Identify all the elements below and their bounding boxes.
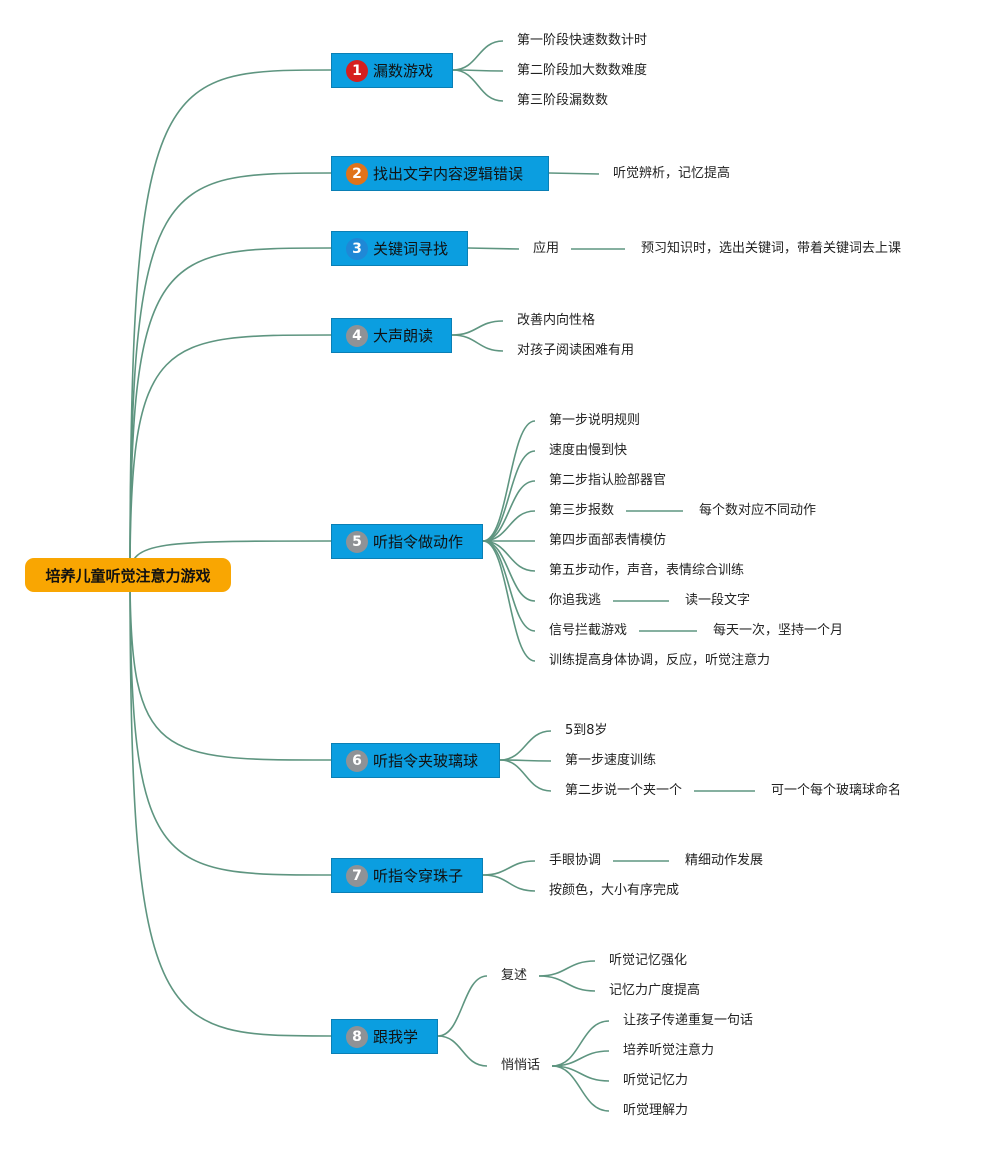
sub-leaf-connector — [538, 975, 596, 992]
sub-leaf-connector — [551, 1065, 610, 1112]
leaf-item[interactable]: 第一步说明规则 — [549, 413, 641, 428]
leaf-connector — [482, 420, 536, 542]
topic-number-badge: 3 — [346, 237, 368, 260]
leaf-item[interactable]: 信号拦截游戏 — [549, 623, 628, 638]
sub-leaf-item[interactable]: 读一段文字 — [685, 593, 751, 608]
leaf-item[interactable]: 你追我逃 — [549, 593, 602, 608]
leaf-item[interactable]: 第四步面部表情模仿 — [549, 533, 667, 548]
leaf-item[interactable]: 复述 — [501, 968, 528, 983]
leaf-connector — [482, 510, 536, 542]
leaf-item[interactable]: 应用 — [533, 241, 560, 256]
topic-number-badge: 8 — [346, 1025, 368, 1048]
topic-6[interactable]: 6 听指令夹玻璃球 — [331, 743, 500, 778]
topic-1[interactable]: 1 漏数游戏 — [331, 53, 453, 88]
leaf-connector — [499, 759, 552, 792]
topic-label: 大声朗读 — [373, 327, 434, 345]
topic-number-badge: 2 — [346, 162, 368, 185]
leaf-item[interactable]: 按颜色，大小有序完成 — [549, 883, 680, 898]
leaf-connector — [452, 69, 504, 102]
root-topic[interactable]: 培养儿童听觉注意力游戏 — [25, 558, 231, 592]
sub-leaf-item[interactable]: 听觉理解力 — [623, 1103, 689, 1118]
leaf-item[interactable]: 第二步说一个夹一个 — [565, 783, 683, 798]
sub-leaf-item[interactable]: 听觉记忆强化 — [609, 953, 688, 968]
leaf-connector — [548, 172, 600, 175]
leaf-item[interactable]: 5到8岁 — [565, 723, 608, 738]
leaf-item[interactable]: 听觉辨析，记忆提高 — [613, 166, 731, 181]
topic-5[interactable]: 5 听指令做动作 — [331, 524, 483, 559]
leaf-item[interactable]: 第二阶段加大数数难度 — [517, 63, 648, 78]
root-connector-8 — [129, 574, 332, 1037]
sub-leaf-item[interactable]: 培养听觉注意力 — [623, 1043, 715, 1058]
leaf-connector — [437, 1035, 488, 1067]
topic-label: 跟我学 — [373, 1028, 419, 1046]
leaf-connector — [482, 450, 536, 542]
leaf-item[interactable]: 训练提高身体协调，反应，听觉注意力 — [549, 653, 771, 668]
root-connector-3 — [129, 247, 332, 576]
leaf-connector — [482, 540, 536, 602]
topic-number-badge: 1 — [346, 59, 368, 82]
leaf-connector — [482, 540, 536, 632]
leaf-connector — [451, 320, 504, 336]
root-connector-6 — [129, 574, 332, 761]
root-connector-7 — [129, 574, 332, 876]
topic-number-badge: 6 — [346, 749, 368, 772]
root-connector-2 — [129, 172, 332, 576]
topic-number-badge: 5 — [346, 530, 368, 553]
leaf-item[interactable]: 手眼协调 — [549, 853, 602, 868]
leaf-connector — [499, 730, 552, 761]
leaf-item[interactable]: 第三阶段漏数数 — [517, 93, 609, 108]
leaf-item[interactable]: 改善内向性格 — [517, 313, 596, 328]
topic-label: 关键词寻找 — [373, 240, 449, 258]
root-connector-1 — [129, 69, 332, 576]
sub-leaf-item[interactable]: 可一个每个玻璃球命名 — [771, 783, 902, 798]
sub-leaf-item[interactable]: 预习知识时，选出关键词，带着关键词去上课 — [641, 241, 902, 256]
leaf-connector — [482, 480, 536, 542]
leaf-item[interactable]: 悄悄话 — [501, 1058, 541, 1073]
topic-8[interactable]: 8 跟我学 — [331, 1019, 438, 1054]
sub-leaf-connector — [538, 960, 596, 977]
root-connector-4 — [129, 334, 332, 576]
topic-2[interactable]: 2 找出文字内容逻辑错误 — [331, 156, 549, 191]
leaf-connector — [467, 247, 520, 250]
leaf-connector — [482, 874, 536, 892]
leaf-connector — [437, 975, 488, 1037]
leaf-item[interactable]: 第一步速度训练 — [565, 753, 657, 768]
topic-label: 漏数游戏 — [373, 62, 434, 80]
leaf-item[interactable]: 第一阶段快速数数计时 — [517, 33, 648, 48]
leaf-connector — [482, 540, 536, 662]
leaf-connector — [451, 334, 504, 352]
topic-label: 找出文字内容逻辑错误 — [373, 165, 524, 183]
sub-leaf-item[interactable]: 精细动作发展 — [685, 853, 764, 868]
leaf-item[interactable]: 速度由慢到快 — [549, 443, 628, 458]
topic-3[interactable]: 3 关键词寻找 — [331, 231, 468, 266]
sub-leaf-item[interactable]: 记忆力广度提高 — [609, 983, 701, 998]
topic-label: 听指令夹玻璃球 — [373, 752, 479, 770]
topic-label: 听指令穿珠子 — [373, 867, 464, 885]
sub-leaf-connector — [551, 1020, 610, 1067]
sub-leaf-item[interactable]: 听觉记忆力 — [623, 1073, 689, 1088]
topic-label: 听指令做动作 — [373, 533, 464, 551]
sub-leaf-item[interactable]: 让孩子传递重复一句话 — [623, 1013, 754, 1028]
leaf-connector — [452, 40, 504, 71]
sub-leaf-item[interactable]: 每天一次，坚持一个月 — [713, 623, 844, 638]
leaf-item[interactable]: 第二步指认脸部器官 — [549, 473, 667, 488]
leaf-item[interactable]: 第三步报数 — [549, 503, 615, 518]
topic-7[interactable]: 7 听指令穿珠子 — [331, 858, 483, 893]
topic-number-badge: 7 — [346, 864, 368, 887]
sub-leaf-item[interactable]: 每个数对应不同动作 — [699, 503, 817, 518]
leaf-item[interactable]: 第五步动作，声音，表情综合训练 — [549, 563, 745, 578]
leaf-connector — [482, 860, 536, 876]
topic-number-badge: 4 — [346, 324, 368, 347]
leaf-item[interactable]: 对孩子阅读困难有用 — [517, 343, 635, 358]
topic-4[interactable]: 4 大声朗读 — [331, 318, 452, 353]
